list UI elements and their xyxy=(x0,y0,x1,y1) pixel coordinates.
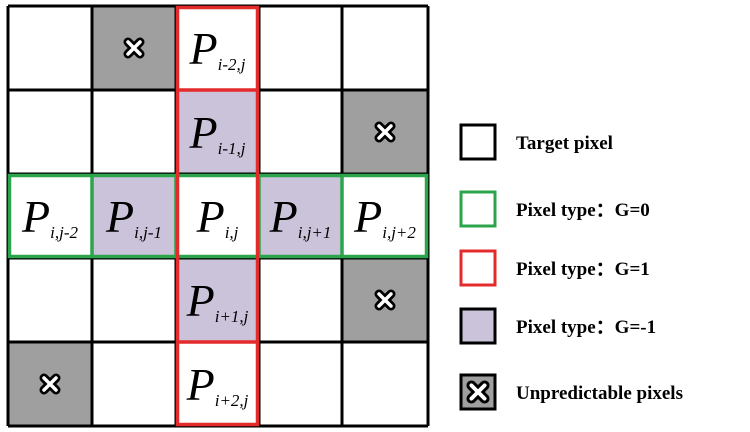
pixel-label-i,j-1: Pi,j-1 xyxy=(105,191,162,242)
pixel-label-i,j+1: Pi,j+1 xyxy=(269,191,332,242)
unpredictable-cross-icon xyxy=(374,121,396,143)
grid-cell-r0c0 xyxy=(8,6,92,90)
grid-cell-r3c1 xyxy=(92,258,176,342)
grid-cell-r2c4 xyxy=(342,174,428,258)
grid-cell-r2c2 xyxy=(176,174,259,258)
grid-cell-r1c1 xyxy=(92,90,176,174)
unpredictable-marks xyxy=(39,37,396,395)
unpredictable-cross-icon xyxy=(39,373,61,395)
pixel-label-i,j-2: Pi,j-2 xyxy=(21,191,78,242)
legend-label-purple: Pixel type：G=-1 xyxy=(516,317,656,338)
grid-cell-r2c0 xyxy=(8,174,92,258)
grid-cell-r4c1 xyxy=(92,342,176,426)
legend-swatch-purple xyxy=(459,307,497,345)
unpredictable-cross-icon xyxy=(123,37,145,59)
legend-label-unpredictable: Unpredictable pixels xyxy=(516,383,683,404)
cell-backgrounds xyxy=(8,6,428,426)
pixel-labels: Pi-2,jPi-1,jPi,j-2 Pi,j-1 Pi,j Pi,j+1 Pi,j+2… xyxy=(21,23,416,410)
grid-cell-r1c0 xyxy=(8,90,92,174)
grid-cell-r3c3 xyxy=(259,258,342,342)
grid-cell-r4c3 xyxy=(259,342,342,426)
legend-swatch-red xyxy=(459,249,497,287)
pixel-label-i-2,j: Pi-2,j xyxy=(189,23,246,74)
legend-swatch-target xyxy=(459,123,497,161)
legend-cross-icon xyxy=(466,380,490,404)
grid-cell-r4c2 xyxy=(176,342,259,426)
grid-cell-r1c3 xyxy=(259,90,342,174)
legend-label-red: Pixel type：G=1 xyxy=(516,259,650,280)
grid-cell-r0c2 xyxy=(176,6,259,90)
grid-cell-r0c3 xyxy=(259,6,342,90)
grid-cell-r2c1 xyxy=(92,174,176,258)
legend-swatch-green xyxy=(459,190,497,228)
pixel-type-borders xyxy=(7,5,429,427)
grid-cell-r0c4 xyxy=(342,6,428,90)
grid-cell-r3c0 xyxy=(8,258,92,342)
red-column-border xyxy=(175,5,260,427)
pixel-label-i,j+2: Pi,j+2 xyxy=(353,191,416,242)
legend-label-target: Target pixel xyxy=(516,133,613,154)
pixel-label-i-1,j: Pi-1,j xyxy=(189,107,246,158)
legend-label-green: Pixel type：G=0 xyxy=(516,200,650,221)
unpredictable-cross-icon xyxy=(374,289,396,311)
pixel-label-i,j: Pi,j xyxy=(196,191,239,242)
grid-cell-r2c3 xyxy=(259,174,342,258)
pixel-label-i+2,j: Pi+2,j xyxy=(186,359,249,410)
grid-cell-r4c4 xyxy=(342,342,428,426)
green-row-border xyxy=(7,173,429,259)
grid-cell-r1c2 xyxy=(176,90,259,174)
pixel-label-i+1,j: Pi+1,j xyxy=(186,275,249,326)
grid-cell-r3c2 xyxy=(176,258,259,342)
